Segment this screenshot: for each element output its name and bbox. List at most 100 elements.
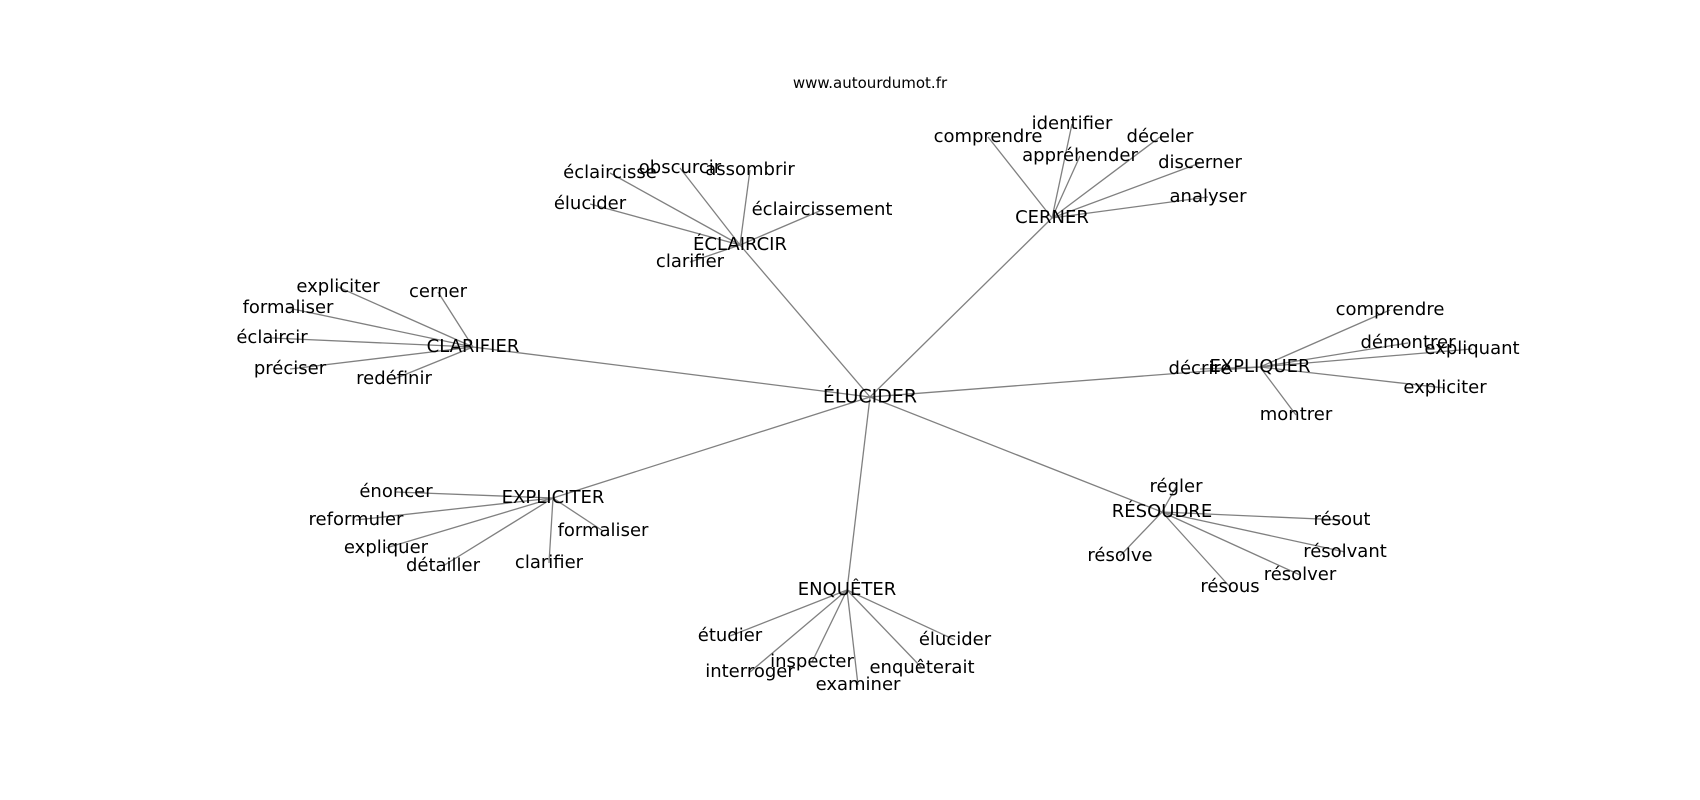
edge-center-eclaircir [739,244,871,398]
edge-expliciter-leaf [442,497,554,567]
word-node[interactable]: clarifier [515,552,584,573]
word-node[interactable]: résolve [1087,545,1152,566]
hub-node-clarifier[interactable]: CLARIFIER [427,336,520,357]
edge-cerner-leaf [987,136,1053,219]
edge-expliquer-leaf [1259,309,1391,368]
word-node[interactable]: élucider [554,193,627,214]
word-node[interactable]: enquêterait [869,657,974,678]
edge-eclaircir-leaf [739,169,751,246]
word-node[interactable]: résolver [1264,564,1337,585]
word-node[interactable]: décrire [1169,358,1232,379]
word-node[interactable]: résout [1314,509,1371,530]
edge-expliquer-leaf [1199,366,1261,370]
word-node[interactable]: déceler [1127,126,1195,147]
center-node[interactable]: ÉLUCIDER [823,385,917,408]
word-node[interactable]: formaliser [558,520,649,541]
edge-expliciter-leaf [552,497,604,532]
word-node[interactable]: démontrer [1361,332,1457,353]
word-node[interactable]: régler [1150,476,1204,497]
edge-eclaircir-leaf [589,203,741,246]
edge-enqueter-leaf [846,589,923,669]
edge-clarifier-leaf [271,337,474,348]
word-node[interactable]: comprendre [1336,299,1445,320]
edge-clarifier-leaf [289,346,474,370]
edge-cerner-leaf [1051,123,1073,219]
word-node[interactable]: redéfinir [356,368,432,389]
edge-clarifier-leaf [337,286,474,348]
edge-resoudre-leaf [1119,511,1163,557]
edge-expliciter-leaf [355,497,554,521]
word-node[interactable]: inspecter [770,651,854,672]
edge-eclaircir-leaf [689,244,741,263]
edge-eclaircir-leaf [679,167,741,246]
hub-node-expliciter[interactable]: EXPLICITER [502,487,605,508]
edge-cerner-leaf [1051,162,1201,219]
word-node[interactable]: détailler [406,555,481,576]
word-node[interactable]: comprendre [934,126,1043,147]
word-node[interactable]: appréhender [1022,145,1138,166]
word-node[interactable]: expliciter [296,276,380,297]
edge-expliciter-leaf [395,491,554,499]
edge-cerner-leaf [1051,155,1081,219]
word-node[interactable]: montrer [1260,404,1333,425]
edge-clarifier-leaf [393,346,474,380]
edge-center-resoudre [869,396,1163,513]
edge-expliciter-leaf [385,497,554,549]
edge-center-clarifier [472,346,871,398]
edge-expliquer-leaf [1259,342,1409,368]
edge-clarifier-leaf [287,307,474,348]
word-node[interactable]: expliquant [1424,338,1519,359]
source-label: www.autourdumot.fr [793,74,948,92]
hub-node-expliquer[interactable]: EXPLIQUER [1209,356,1310,377]
hub-node-enqueter[interactable]: ENQUÊTER [798,578,896,600]
edge-expliciter-leaf [548,497,554,564]
hub-node-resoudre[interactable]: RÉSOUDRE [1112,500,1212,522]
edge-cerner-leaf [1051,136,1161,219]
word-node[interactable]: expliciter [1403,377,1487,398]
word-node[interactable]: éclaircisse [563,162,657,183]
word-node[interactable]: éclaircir [236,327,308,348]
word-node[interactable]: formaliser [243,297,334,318]
edge-center-cerner [869,217,1053,398]
word-node[interactable]: examiner [816,674,901,695]
hub-node-cerner[interactable]: CERNER [1015,207,1089,228]
word-node[interactable]: discerner [1158,152,1242,173]
edge-enqueter-leaf [846,589,956,641]
word-node[interactable]: identifier [1032,113,1113,134]
edge-resoudre-leaf [1161,511,1346,553]
edge-cerner-leaf [1051,196,1209,219]
edge-eclaircir-leaf [739,209,823,246]
word-node[interactable]: reformuler [309,509,405,530]
edge-resoudre-leaf [1161,486,1177,513]
edge-center-enqueter [846,396,871,591]
word-node[interactable]: énoncer [359,481,433,502]
word-node[interactable]: élucider [919,629,992,650]
word-node[interactable]: résolvant [1303,541,1387,562]
edge-expliquer-leaf [1259,366,1446,389]
word-node[interactable]: assombrir [705,159,795,180]
word-node[interactable]: cerner [409,281,468,302]
word-node[interactable]: résous [1200,576,1259,597]
word-node[interactable]: clarifier [656,251,725,272]
edge-center-expliciter [552,396,871,499]
edge-enqueter-leaf [811,589,848,663]
edge-resoudre-leaf [1161,511,1301,576]
edge-enqueter-leaf [729,589,848,637]
edge-expliquer-leaf [1259,366,1297,416]
edges [271,123,1473,686]
hub-node-eclaircir[interactable]: ÉCLAIRCIR [693,233,787,255]
word-node[interactable]: éclaircissement [752,199,893,220]
edge-center-expliquer [869,366,1261,398]
word-node[interactable]: interroger [705,661,795,682]
word-node[interactable]: étudier [698,625,763,646]
word-node[interactable]: analyser [1170,186,1248,207]
word-node[interactable]: expliquer [344,537,429,558]
edge-expliquer-leaf [1259,348,1473,368]
edge-resoudre-leaf [1161,511,1343,521]
word-node[interactable]: obscurcir [639,157,722,178]
edge-enqueter-leaf [846,589,859,686]
word-node[interactable]: préciser [254,358,327,379]
edge-eclaircir-leaf [609,172,741,246]
